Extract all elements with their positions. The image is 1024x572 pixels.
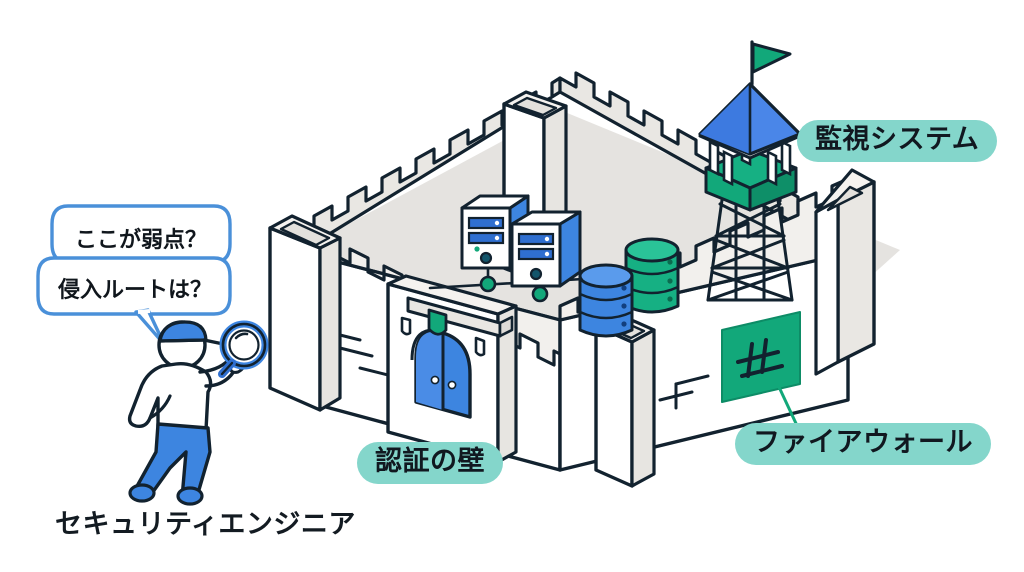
firewall-panel [721, 311, 801, 403]
speech-bubble-1-text: ここが弱点？ [75, 228, 208, 253]
label-security-engineer: セキュリティエンジニア [55, 509, 356, 540]
database-stack [578, 237, 680, 338]
label-firewall: ファイアウォール [735, 423, 991, 466]
tower-mid-front [594, 312, 656, 488]
firewall-leader-line [770, 371, 802, 433]
tower-corner-right [814, 168, 876, 376]
gatehouse [386, 274, 518, 464]
label-monitoring-system: 監視システム [797, 120, 998, 163]
server-rack [428, 194, 602, 303]
speech-bubble-2 [36, 256, 232, 346]
security-engineer [127, 320, 269, 506]
tower-corner-left [268, 214, 342, 412]
speech-bubble-2-text: 侵入ルートは？ [58, 278, 213, 303]
label-auth-wall: 認証の壁 [357, 442, 503, 485]
